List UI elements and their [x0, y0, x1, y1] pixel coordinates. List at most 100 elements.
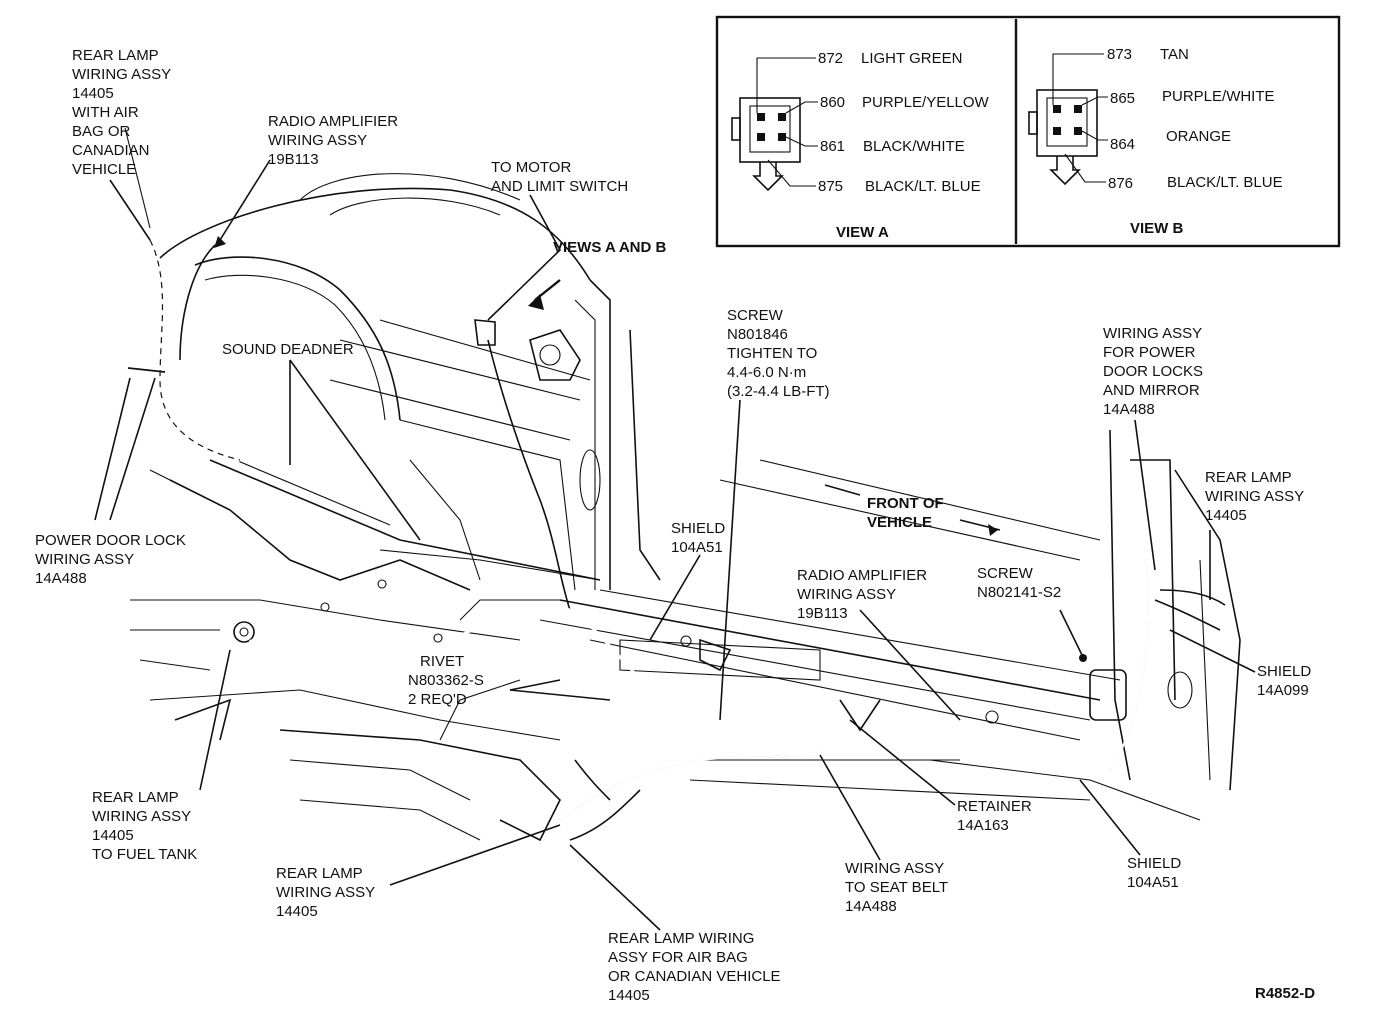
view-b-pin-865: 865: [1110, 90, 1135, 107]
label-line: RADIO AMPLIFIER: [797, 567, 927, 584]
callout-seat-belt: WIRING ASSY TO SEAT BELT 14A488: [845, 860, 948, 915]
callout-radio-amp-top: RADIO AMPLIFIER WIRING ASSY 19B113: [268, 113, 398, 168]
label-line: 2 REQ'D: [408, 691, 467, 708]
callout-sound-deadner: SOUND DEADNER: [222, 341, 354, 358]
label-line: VEHICLE: [72, 161, 136, 178]
label-line: 14405: [92, 827, 134, 844]
label-line: 14A488: [35, 570, 87, 587]
callout-rear-lamp-bottom: REAR LAMP WIRING ASSY 14405: [276, 865, 375, 920]
label-line: 4.4-6.0 N·m: [727, 364, 806, 381]
label-line: N801846: [727, 326, 788, 343]
label-line: 14405: [608, 987, 650, 1004]
view-b-pin-876: 876: [1108, 175, 1133, 192]
label-line: REAR LAMP: [72, 47, 159, 64]
callout-rear-lamp-airbag-top: REAR LAMP WIRING ASSY 14405 WITH AIR BAG…: [72, 47, 171, 178]
callout-motor-switch: TO MOTOR AND LIMIT SWITCH: [491, 159, 628, 195]
label-line: WIRING ASSY: [1205, 488, 1304, 505]
label-line: VEHICLE: [867, 514, 932, 531]
vehicle-body-linework: [130, 173, 1241, 842]
view-b-color-purple-white: PURPLE/WHITE: [1162, 88, 1275, 105]
callout-retainer: RETAINER 14A163: [957, 798, 1032, 834]
wiring-harness-main: [127, 239, 1226, 841]
label-line: AND LIMIT SWITCH: [491, 178, 628, 195]
label-line: N802141-S2: [977, 584, 1061, 601]
label-line: BAG OR: [72, 123, 131, 140]
label-line: 14A488: [845, 898, 897, 915]
label-line: WIRING ASSY: [845, 860, 944, 877]
callout-rear-lamp-fuel: REAR LAMP WIRING ASSY 14405 TO FUEL TANK: [92, 789, 197, 863]
label-line: RETAINER: [957, 798, 1032, 815]
view-b-pin-864: 864: [1110, 136, 1135, 153]
callout-rivet: RIVET N803362-S 2 REQ'D: [408, 653, 484, 708]
callout-front-of-vehicle: FRONT OF VEHICLE: [867, 495, 944, 531]
view-a-color-purple-yellow: PURPLE/YELLOW: [862, 94, 990, 111]
label-line: SHIELD: [1127, 855, 1181, 872]
label-line: SCREW: [977, 565, 1034, 582]
label-line: POWER DOOR LOCK: [35, 532, 186, 549]
label-line: WITH AIR: [72, 104, 139, 121]
view-a-color-light-green: LIGHT GREEN: [861, 50, 962, 67]
label-line: REAR LAMP: [276, 865, 363, 882]
label-line: 19B113: [268, 151, 319, 168]
label-line: ASSY FOR AIR BAG: [608, 949, 748, 966]
label-line: REAR LAMP WIRING: [608, 930, 754, 947]
view-a-color-black-white: BLACK/WHITE: [863, 138, 965, 155]
view-a-labels: 872 LIGHT GREEN 860 PURPLE/YELLOW 861 BL…: [818, 50, 990, 241]
view-b-title: VIEW B: [1130, 220, 1184, 237]
label-line: REAR LAMP: [92, 789, 179, 806]
label-line: SHIELD: [1257, 663, 1311, 680]
callout-power-door-lock: POWER DOOR LOCK WIRING ASSY 14A488: [35, 532, 186, 587]
label-line: CANADIAN: [72, 142, 150, 159]
label-line: WIRING ASSY: [72, 66, 171, 83]
figure-code: R4852-D: [1255, 985, 1315, 1002]
view-a-pin-872: 872: [818, 50, 843, 67]
label-line: TO MOTOR: [491, 159, 571, 176]
label-line: N803362-S: [408, 672, 484, 689]
label-line: AND MIRROR: [1103, 382, 1200, 399]
view-a-pin-860: 860: [820, 94, 845, 111]
view-b-connector: [1028, 53, 1108, 186]
callout-shield-104a51-bottom: SHIELD 104A51: [1127, 855, 1181, 891]
view-b-pin-873: 873: [1107, 46, 1132, 63]
callout-rear-lamp-airbag-bottom: REAR LAMP WIRING ASSY FOR AIR BAG OR CAN…: [608, 930, 781, 1004]
label-line: FRONT OF: [867, 495, 944, 512]
view-a-title: VIEW A: [836, 224, 889, 241]
label-line: (3.2-4.4 LB-FT): [727, 383, 830, 400]
view-b-color-black-lt-blue: BLACK/LT. BLUE: [1167, 174, 1283, 191]
callout-views-a-b: VIEWS A AND B: [553, 239, 667, 256]
label-line: RIVET: [420, 653, 464, 670]
callout-shield-104a51-top: SHIELD 104A51: [671, 520, 725, 556]
view-a-color-black-lt-blue: BLACK/LT. BLUE: [865, 178, 981, 195]
label-line: DOOR LOCKS: [1103, 363, 1203, 380]
label-line: FOR POWER: [1103, 344, 1196, 361]
label-line: WIRING ASSY: [268, 132, 367, 149]
label-line: 14405: [1205, 507, 1247, 524]
label-line: 14A099: [1257, 682, 1309, 699]
view-a-pin-875: 875: [818, 178, 843, 195]
label-line: WIRING ASSY: [35, 551, 134, 568]
label-line: 104A51: [671, 539, 723, 556]
label-line: SCREW: [727, 307, 784, 324]
view-a-pin-861: 861: [820, 138, 845, 155]
label-line: 14A488: [1103, 401, 1155, 418]
label-line: RADIO AMPLIFIER: [268, 113, 398, 130]
view-a-connector: [731, 57, 818, 192]
callout-wiring-power-locks: WIRING ASSY FOR POWER DOOR LOCKS AND MIR…: [1103, 325, 1203, 418]
callout-shield-14a099: SHIELD 14A099: [1257, 663, 1311, 699]
label-line: TO FUEL TANK: [92, 846, 197, 863]
label-line: WIRING ASSY: [1103, 325, 1202, 342]
label-line: TIGHTEN TO: [727, 345, 817, 362]
label-line: SHIELD: [671, 520, 725, 537]
label-line: OR CANADIAN VEHICLE: [608, 968, 781, 985]
label-line: 14405: [72, 85, 114, 102]
callout-screw-n801846: SCREW N801846 TIGHTEN TO 4.4-6.0 N·m (3.…: [727, 307, 830, 400]
leader-lines: [94, 127, 1256, 931]
label-line: WIRING ASSY: [92, 808, 191, 825]
view-b-color-orange: ORANGE: [1166, 128, 1231, 145]
callout-screw-n802141: SCREW N802141-S2: [977, 565, 1061, 601]
view-b-labels: 873 TAN 865 PURPLE/WHITE 864 ORANGE 876 …: [1107, 46, 1283, 237]
label-line: 14A163: [957, 817, 1009, 834]
callout-radio-amp-mid: RADIO AMPLIFIER WIRING ASSY 19B113: [797, 567, 927, 622]
